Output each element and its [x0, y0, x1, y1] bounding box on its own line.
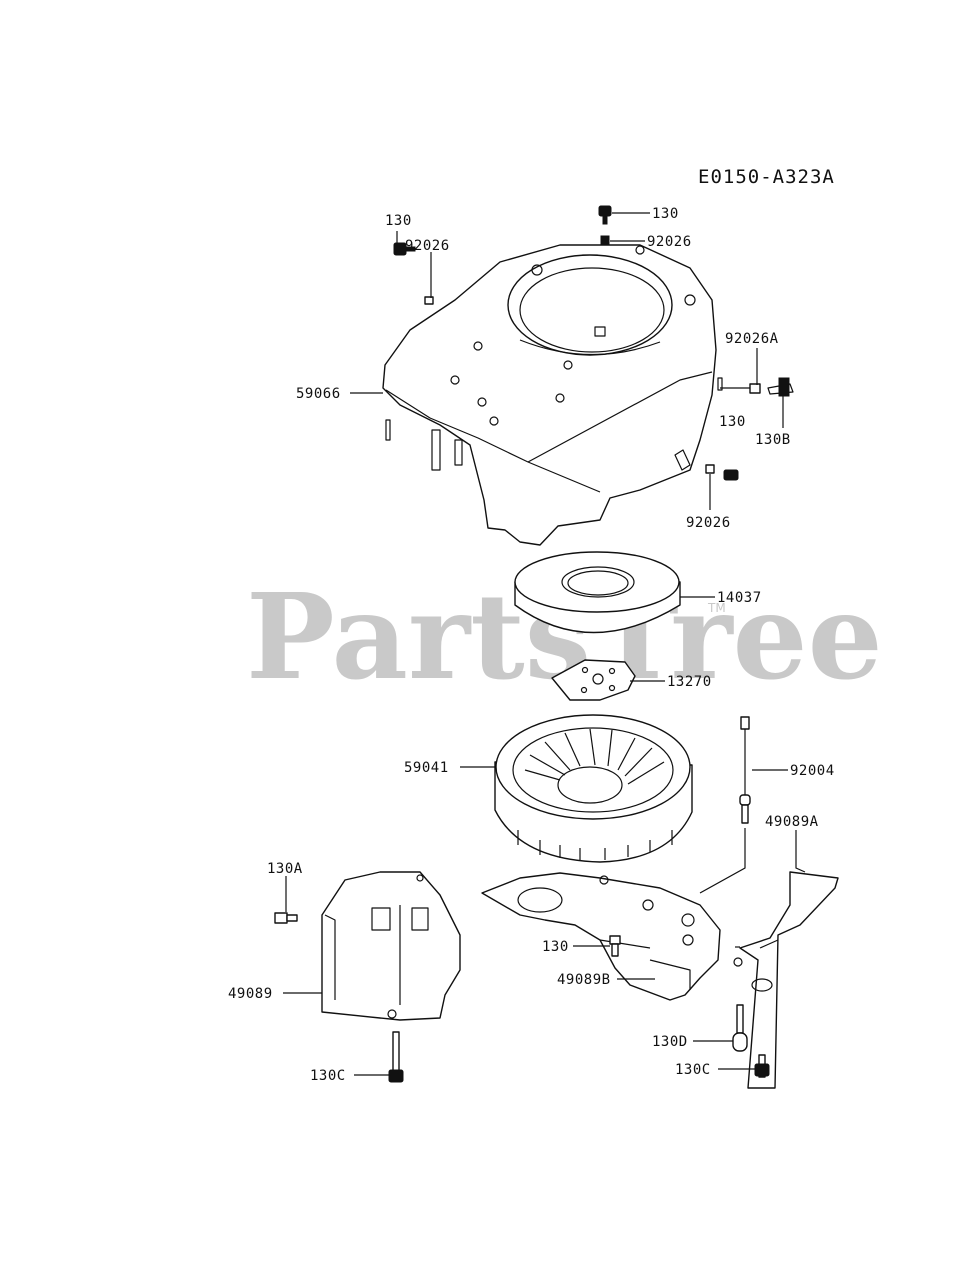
collar-92026-left[interactable] — [424, 296, 434, 305]
bolt-130c-left[interactable] — [388, 1031, 404, 1083]
callout-13270: 13270 — [667, 674, 712, 690]
callout-92004: 92004 — [790, 763, 835, 779]
callout-92026a: 92026A — [725, 331, 779, 347]
guide-49089[interactable] — [321, 871, 461, 1021]
bolt-130-mid[interactable] — [609, 935, 621, 957]
callout-59066: 59066 — [296, 386, 341, 402]
blower-housing-59066[interactable] — [382, 244, 723, 546]
leader-lines — [283, 212, 806, 1076]
bolt-130-top[interactable] — [598, 205, 612, 225]
stud-92004[interactable] — [739, 716, 751, 824]
watermark-trademark: TM — [707, 601, 726, 615]
callout-130-right: 130 — [719, 414, 746, 430]
collar-92026a[interactable] — [749, 383, 761, 394]
callout-130c-right: 130C — [675, 1062, 711, 1078]
diagram-code: E0150-A323A — [698, 166, 835, 188]
callout-92026-right: 92026 — [686, 515, 731, 531]
bolt-130-right[interactable] — [723, 469, 739, 481]
callout-130c-left: 130C — [310, 1068, 346, 1084]
plate-13270[interactable] — [551, 659, 636, 701]
bolt-130d[interactable] — [732, 1004, 748, 1052]
screen-14037[interactable] — [514, 551, 681, 634]
callout-49089: 49089 — [228, 986, 273, 1002]
guide-49089a[interactable] — [733, 871, 839, 1089]
bolt-130c-right[interactable] — [754, 1054, 770, 1078]
bolt-130b[interactable] — [767, 377, 794, 397]
bolt-130a[interactable] — [274, 912, 298, 924]
callout-59041: 59041 — [404, 760, 449, 776]
callout-130b: 130B — [755, 432, 791, 448]
callout-130-top: 130 — [652, 206, 679, 222]
callout-92026-top: 92026 — [647, 234, 692, 250]
callout-49089a: 49089A — [765, 814, 819, 830]
callout-14037: 14037 — [717, 590, 762, 606]
callout-49089b: 49089B — [557, 972, 611, 988]
callout-92026-left: 92026 — [405, 238, 450, 254]
callout-130d: 130D — [652, 1034, 688, 1050]
fan-59041[interactable] — [494, 714, 693, 863]
collar-92026-right[interactable] — [705, 464, 715, 474]
callout-130-mid: 130 — [542, 939, 569, 955]
cover-49089b[interactable] — [481, 872, 721, 1001]
callout-130-left: 130 — [385, 213, 412, 229]
callout-130a: 130A — [267, 861, 303, 877]
collar-92026-top[interactable] — [600, 235, 610, 246]
